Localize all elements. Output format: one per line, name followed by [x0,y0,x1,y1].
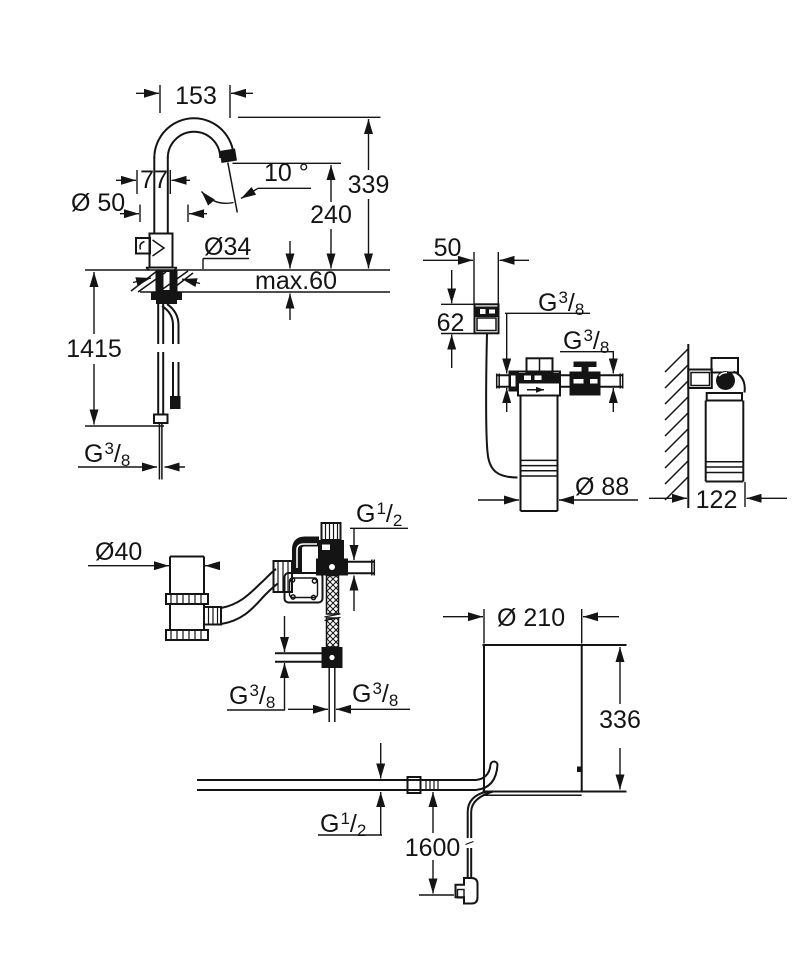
dim-bracket-width: 50 [434,234,462,262]
thread-label-g12-assembly: G1/2 [356,499,402,530]
thread-label-g38-faucet: G3/8 [84,439,130,470]
dim-spout-width: 77 [140,166,168,194]
faucet-front-view: 153 77 Ø 50 10 ° 339 240 Ø34 max.60 1415… [66,82,390,480]
dim-boiler-height: 336 [599,706,641,734]
thread-label-g38-filter-2: G3/8 [563,326,609,357]
dim-cord-length: 1600 [405,834,461,862]
dim-projection: 153 [175,82,217,110]
thread-label-g38-assembly-left: G3/8 [229,681,275,712]
dim-deck-thickness: max.60 [255,267,337,295]
dim-height: 339 [348,171,390,199]
dim-angle: 10 ° [264,159,309,187]
filter-side-view: 122 [649,344,787,514]
dim-hole-dia: Ø34 [204,233,251,261]
boiler-view: Ø 210 336 1600 G1/2 [197,604,641,905]
valve-assembly-view: Ø40 G1/2 G3/8 G3/8 [88,499,410,722]
dim-wall-depth: 122 [696,486,738,514]
dim-tube-dia: Ø40 [95,538,142,566]
dim-body-dia: Ø 50 [71,189,125,217]
dim-bowl-dia: Ø 88 [575,473,629,501]
dim-bracket-height: 62 [437,309,465,337]
thread-label-g38-assembly-right: G3/8 [352,679,398,710]
dim-boiler-dia: Ø 210 [497,604,565,632]
dim-outlet-height: 240 [310,201,352,229]
thread-label-g38-filter-1: G3/8 [538,288,584,319]
dim-hose-length: 1415 [66,335,122,363]
thread-label-g12-boiler: G1/2 [320,809,366,840]
filter-front-view: 50 62 Ø 88 G3/8 G3/8 [423,234,638,512]
